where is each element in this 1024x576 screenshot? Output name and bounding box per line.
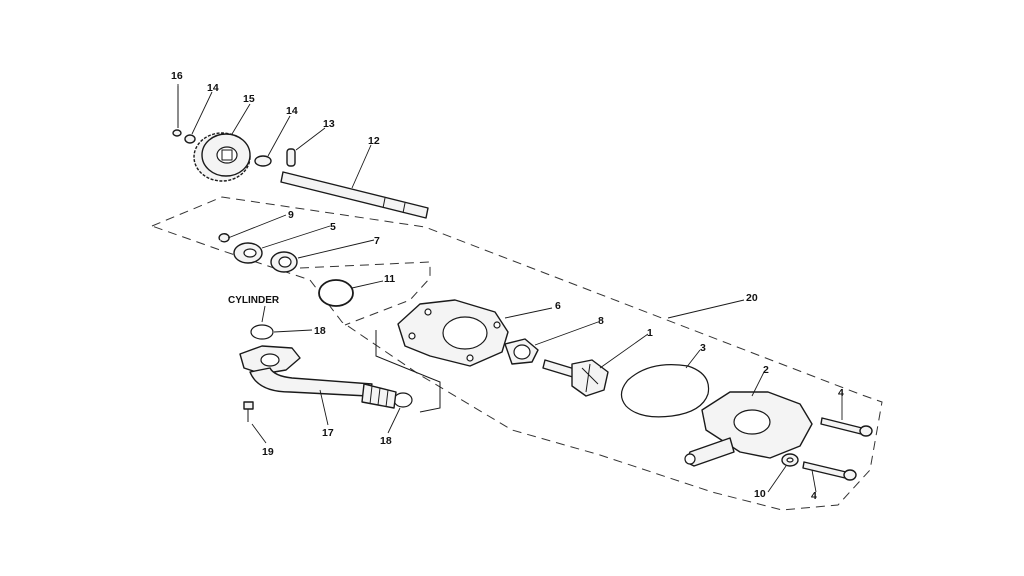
callout-17: 17: [322, 427, 334, 439]
pipe-group-bracket: [375, 330, 441, 413]
part-2-pump-cover: [684, 391, 813, 467]
part-11-o-ring: [318, 279, 354, 307]
callout-1: 1: [647, 327, 653, 339]
callout-5: 5: [330, 221, 336, 233]
part-10-washer: [781, 453, 799, 467]
callout-6: 6: [555, 300, 561, 312]
callout-13: 13: [323, 118, 335, 130]
callout-8: 8: [598, 315, 604, 327]
callout-19: 19: [262, 446, 274, 458]
callout-14-upper-left: 14: [207, 82, 219, 94]
part-19-bolt: [243, 401, 254, 422]
part-18-o-ring-lower: [393, 392, 413, 408]
callout-4-lower: 4: [811, 490, 817, 502]
part-18-o-ring-upper: [250, 324, 274, 340]
part-3-gasket: [620, 364, 710, 418]
part-17-water-pipe: [239, 345, 397, 409]
part-5-bearing: [233, 242, 263, 264]
callout-4-upper: 4: [838, 387, 844, 399]
part-4-bolt-lower: [802, 461, 857, 481]
callout-20: 20: [746, 292, 758, 304]
part-15-gear: [193, 132, 251, 182]
callout-12: 12: [368, 135, 380, 147]
part-14-washer-right: [254, 155, 272, 167]
callout-3: 3: [700, 342, 706, 354]
callout-labels: 16 14 15 14 13 12 9 5 7 11 6 8 20 1 3 2 …: [171, 70, 844, 502]
part-1-impeller: [542, 359, 609, 397]
seal-group-boundary: [299, 261, 431, 326]
part-7-oil-seal: [270, 251, 298, 273]
callout-7: 7: [374, 235, 380, 247]
callout-11: 11: [384, 273, 395, 285]
callout-14-right: 14: [286, 105, 298, 117]
callout-18-lower: 18: [380, 435, 392, 447]
label-cylinder: CYLINDER: [228, 295, 280, 306]
callout-2: 2: [763, 364, 769, 376]
part-8-mechanical-seal: [504, 338, 539, 365]
part-6-pump-housing: [397, 299, 509, 367]
part-13-pin: [286, 148, 296, 167]
callout-18-upper: 18: [314, 325, 326, 337]
leader-lines: [177, 84, 843, 493]
callout-9: 9: [288, 209, 294, 221]
part-16-bolt: [172, 86, 182, 137]
part-14-washer-left: [184, 134, 196, 144]
part-9-circlip: [218, 233, 230, 243]
callout-16: 16: [171, 70, 183, 82]
assembly-20-boundary: [150, 196, 883, 511]
part-4-bolt-upper: [820, 417, 873, 437]
callout-10: 10: [754, 488, 766, 500]
part-12-shaft: [280, 171, 429, 219]
callout-15: 15: [243, 93, 255, 105]
